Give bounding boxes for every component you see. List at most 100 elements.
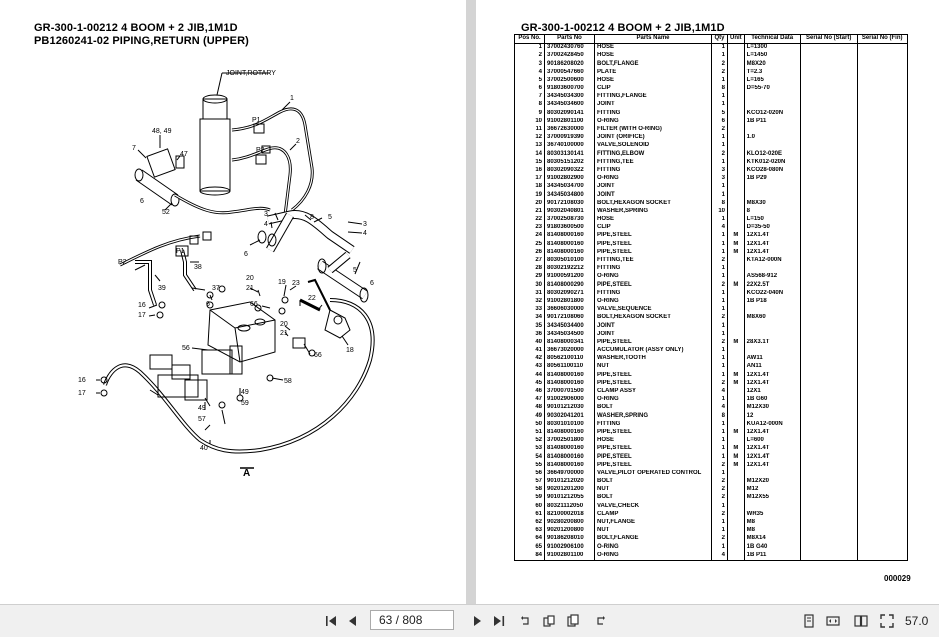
zoom-level[interactable]: 57.0 xyxy=(905,614,929,628)
technical-data-cell xyxy=(743,306,801,315)
column-header: Parts Name xyxy=(594,34,712,44)
qty-cell: 2 xyxy=(711,510,728,519)
page-divider xyxy=(466,0,476,604)
rotate-icon[interactable] xyxy=(540,612,558,630)
pos-no-cell: 45 xyxy=(514,379,545,388)
callout-16-mid: 16 xyxy=(138,302,146,309)
two-page-view-icon[interactable] xyxy=(852,612,870,630)
serial-fin-cell xyxy=(856,428,908,437)
unit-cell xyxy=(727,84,745,94)
column-header: Serial No (Start) xyxy=(799,34,858,44)
fit-width-icon[interactable] xyxy=(824,612,842,630)
qty-cell: 1 xyxy=(711,101,728,110)
part-no-cell: 34345034400 xyxy=(544,322,595,331)
technical-data-cell: 12X1.4T xyxy=(743,240,801,249)
unit-cell: M xyxy=(727,428,745,437)
technical-data-cell xyxy=(743,346,801,356)
serial-fin-cell xyxy=(856,535,908,544)
pos-no-cell: 4 xyxy=(514,68,545,77)
serial-fin-cell xyxy=(856,224,908,233)
part-name-cell: PIPE,STEEL xyxy=(594,379,712,388)
pos-no-cell: 34 xyxy=(514,314,545,323)
pos-no-cell: 33 xyxy=(514,306,545,315)
callout-57: 57 xyxy=(198,416,206,423)
unit-cell xyxy=(727,355,745,364)
serial-fin-cell xyxy=(856,346,908,356)
serial-fin-cell xyxy=(856,289,908,298)
serial-fin-cell xyxy=(856,84,908,94)
qty-cell: 1 xyxy=(711,52,728,61)
serial-start-cell xyxy=(799,387,858,397)
qty-cell: 1 xyxy=(711,306,728,315)
next-page-icon[interactable] xyxy=(468,612,486,630)
forward-icon[interactable] xyxy=(590,612,608,630)
unit-cell xyxy=(727,437,745,446)
part-name-cell: ACCUMULATOR (ASSY ONLY) xyxy=(594,346,712,356)
pos-no-cell: 1 xyxy=(514,43,545,53)
callout-17-bottom: 17 xyxy=(78,390,86,397)
qty-cell: 1 xyxy=(711,322,728,331)
qty-cell: 1 xyxy=(711,158,728,167)
qty-cell: 1 xyxy=(711,420,728,429)
serial-fin-cell xyxy=(856,93,908,102)
full-screen-icon[interactable] xyxy=(878,612,896,630)
pos-no-cell: 18 xyxy=(514,183,545,192)
part-name-cell: HOSE xyxy=(594,43,712,53)
page-number-input[interactable]: 63 / 808 xyxy=(370,610,454,630)
technical-data-cell xyxy=(743,142,801,151)
technical-data-cell: L=1300 xyxy=(743,43,801,53)
serial-fin-cell xyxy=(856,338,908,347)
part-name-cell: PIPE,STEEL xyxy=(594,281,712,290)
pos-no-cell: 21 xyxy=(514,207,545,216)
serial-fin-cell xyxy=(856,265,908,274)
part-name-cell: VALVE,PILOT OPERATED CONTROL xyxy=(594,469,712,478)
part-no-cell: 36606030000 xyxy=(544,306,595,315)
part-no-cell: 80305151202 xyxy=(544,158,595,167)
serial-fin-cell xyxy=(856,232,908,241)
serial-fin-cell xyxy=(856,117,908,126)
serial-start-cell xyxy=(799,289,858,298)
pos-no-cell: 29 xyxy=(514,273,545,282)
first-page-icon[interactable] xyxy=(322,612,340,630)
qty-cell: 2 xyxy=(711,314,728,323)
serial-fin-cell xyxy=(856,183,908,192)
qty-cell: 1 xyxy=(711,330,728,339)
copy-pages-icon[interactable] xyxy=(564,612,582,630)
pos-no-cell: 5 xyxy=(514,76,545,85)
serial-start-cell xyxy=(799,486,858,495)
go-back-icon[interactable] xyxy=(518,612,536,630)
callout-39: 39 xyxy=(158,285,166,292)
callout-7: 7 xyxy=(132,145,136,152)
last-page-icon[interactable] xyxy=(490,612,508,630)
qty-cell: 1 xyxy=(711,469,728,478)
serial-start-cell xyxy=(799,535,858,544)
unit-cell xyxy=(727,183,745,192)
serial-fin-cell xyxy=(856,322,908,331)
part-name-cell: HOSE xyxy=(594,52,712,61)
serial-fin-cell xyxy=(856,199,908,208)
part-name-cell: NUT xyxy=(594,363,712,372)
serial-start-cell xyxy=(799,551,858,561)
qty-cell: 1 xyxy=(711,240,728,249)
serial-fin-cell xyxy=(856,134,908,143)
pos-no-cell: 55 xyxy=(514,461,545,470)
serial-fin-cell xyxy=(856,314,908,323)
technical-data-cell: D=35-50 xyxy=(743,224,801,233)
callout-48-49: 48, 49 xyxy=(152,128,172,135)
unit-cell xyxy=(727,142,745,151)
unit-cell xyxy=(727,256,745,266)
previous-page-icon[interactable] xyxy=(344,612,362,630)
technical-data-cell: D=55-70 xyxy=(743,84,801,94)
fit-page-icon[interactable] xyxy=(800,612,818,630)
callout-52: 52 xyxy=(162,209,170,216)
serial-fin-cell xyxy=(856,510,908,519)
technical-data-cell xyxy=(743,101,801,110)
serial-start-cell xyxy=(799,543,858,552)
callout-16-bottom: 16 xyxy=(78,377,86,384)
